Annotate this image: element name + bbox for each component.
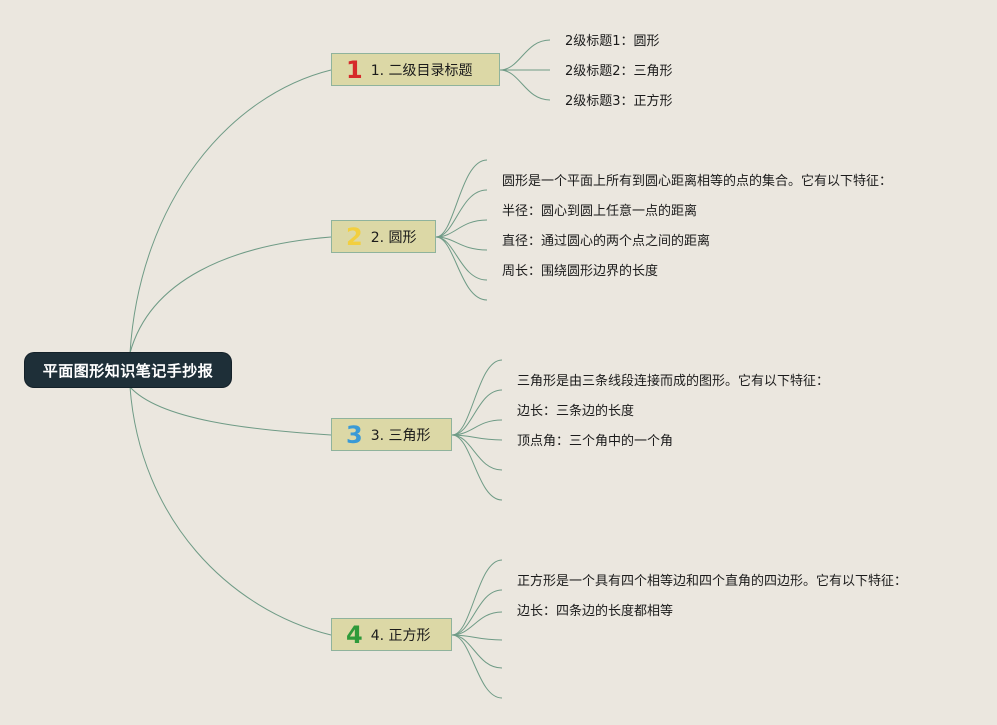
number-1-icon: 1	[346, 55, 363, 84]
root-topic-label: 平面图形知识笔记手抄报	[42, 361, 214, 380]
subtopic-3-1[interactable]: 三角形是由三条线段连接而成的图形。它有以下特征：	[517, 374, 830, 389]
subtopic-4-2[interactable]: 边长：四条边的长度都相等	[517, 604, 674, 619]
subtopic-1-2[interactable]: 2级标题2：三角形	[565, 64, 673, 79]
subtopic-2-1[interactable]: 圆形是一个平面上所有到圆心距离相等的点的集合。它有以下特征：	[502, 174, 893, 189]
branch-topic-2-label: 2. 圆形	[370, 229, 417, 246]
subtopic-2-4[interactable]: 周长：围绕圆形边界的长度	[502, 264, 659, 279]
number-3-icon: 3	[346, 420, 363, 449]
branch-topic-2[interactable]: 2 2. 圆形	[331, 220, 436, 253]
subtopic-1-3[interactable]: 2级标题3：正方形	[565, 94, 673, 109]
subtopic-2-2[interactable]: 半径：圆心到圆上任意一点的距离	[502, 204, 698, 219]
number-2-icon: 2	[346, 222, 363, 251]
number-4-icon: 4	[346, 620, 363, 649]
root-topic[interactable]: 平面图形知识笔记手抄报	[25, 353, 231, 387]
branch-topic-3-label: 3. 三角形	[370, 427, 431, 444]
subtopic-1-1[interactable]: 2级标题1：圆形	[565, 34, 660, 49]
branch-topic-4-label: 4. 正方形	[370, 627, 431, 644]
subtopic-3-2[interactable]: 边长：三条边的长度	[517, 404, 635, 419]
branch-topic-4[interactable]: 4 4. 正方形	[331, 618, 452, 651]
subtopic-4-1[interactable]: 正方形是一个具有四个相等边和四个直角的四边形。它有以下特征：	[517, 574, 908, 589]
subtopic-2-3[interactable]: 直径：通过圆心的两个点之间的距离	[502, 234, 711, 249]
branch-topic-1[interactable]: 1 1. 二级目录标题	[331, 53, 500, 86]
subtopic-3-3[interactable]: 顶点角：三个角中的一个角	[517, 434, 674, 449]
branch-topic-3[interactable]: 3 3. 三角形	[331, 418, 452, 451]
branch-topic-1-label: 1. 二级目录标题	[370, 62, 473, 79]
